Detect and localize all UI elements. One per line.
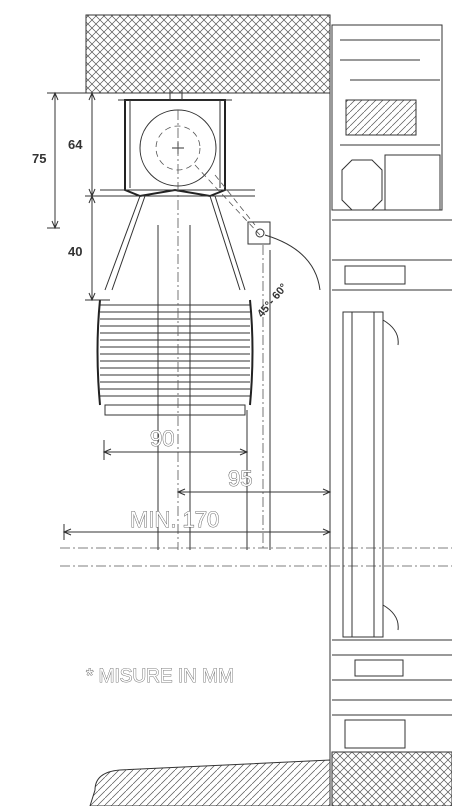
side-bracket: [247, 221, 271, 245]
guide-diagonal: [194, 164, 261, 236]
dim-90: 90: [150, 426, 174, 451]
dim-min-170: MIN. 170: [130, 507, 219, 532]
dim-95: 95: [228, 466, 252, 491]
angle-label: 45°- 60°: [255, 282, 290, 320]
dim-75: 75: [32, 151, 46, 166]
sill: [89, 759, 331, 806]
window-frame-upper: [331, 24, 452, 291]
shutter-coil: [96, 299, 254, 416]
vertical-dimensions: [47, 91, 120, 302]
window-frame-lower: [331, 639, 452, 806]
dim-40: 40: [68, 244, 82, 259]
angle-arc: [264, 234, 321, 291]
horizontal-dimensions: [62, 440, 332, 540]
units-note: * MISURE IN MM: [86, 666, 234, 687]
lintel-block: [85, 14, 331, 94]
glass-pane: [342, 311, 399, 638]
dim-64: 64: [68, 137, 83, 152]
shutter-box: [100, 90, 255, 198]
